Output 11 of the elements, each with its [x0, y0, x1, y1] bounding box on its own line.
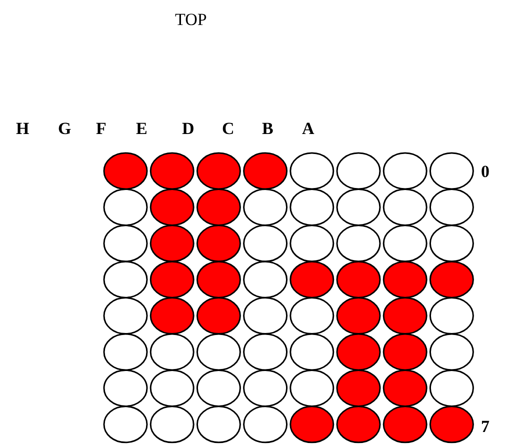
column-label: B	[262, 119, 274, 139]
column-label: C	[222, 119, 234, 139]
column-label: A	[302, 119, 314, 139]
column-label: E	[136, 119, 148, 139]
column-label: G	[58, 119, 72, 139]
column-label: H	[16, 119, 30, 139]
row-label: 0	[481, 162, 490, 182]
column-label: D	[182, 119, 194, 139]
row-label: 7	[481, 417, 490, 437]
column-label: F	[96, 119, 106, 139]
title: TOP	[175, 10, 207, 30]
